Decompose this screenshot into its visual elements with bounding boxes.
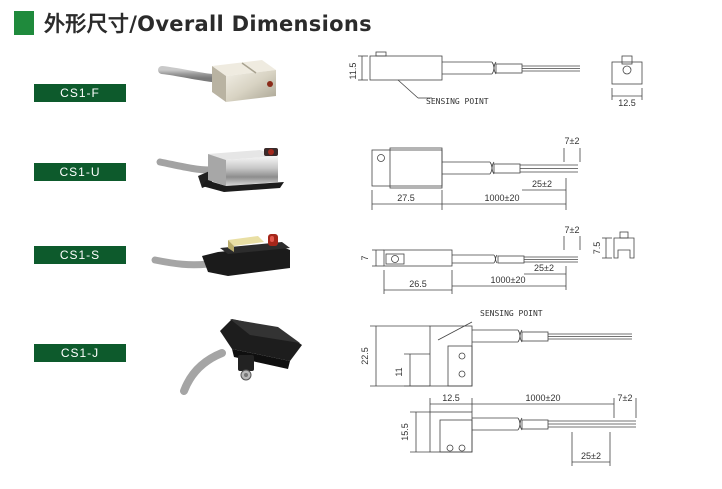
dim-s-cable: 1000±20 xyxy=(491,275,526,285)
drawing-cs1-j-top xyxy=(370,321,632,387)
drawing-cs1-f-side xyxy=(358,51,580,99)
dim-u-lead: 7±2 xyxy=(565,136,580,146)
dim-s-strip: 25±2 xyxy=(534,263,554,273)
dim-j-height2: 15.5 xyxy=(400,423,410,441)
dim-j-cable: 1000±20 xyxy=(526,393,561,403)
dim-j-width: 12.5 xyxy=(442,393,460,403)
dim-j-lead: 7±2 xyxy=(618,393,633,403)
page-header: 外形尺寸/Overall Dimensions xyxy=(14,8,372,38)
dim-j-strip: 25±2 xyxy=(581,451,601,461)
model-label-cs1-f: CS1-F xyxy=(34,84,126,102)
title-marker xyxy=(14,11,34,35)
drawing-cs1-u xyxy=(371,147,581,210)
product-photo-cs1-u xyxy=(156,148,284,192)
product-photo-cs1-s xyxy=(151,234,290,276)
product-photo-cs1-f xyxy=(158,60,276,102)
drawing-cs1-s xyxy=(372,231,635,294)
dim-u-strip: 25±2 xyxy=(532,179,552,189)
dim-u-body: 27.5 xyxy=(397,193,415,203)
dim-s-side: 7.5 xyxy=(592,242,602,255)
dim-s-lead: 7±2 xyxy=(565,225,580,235)
model-label-cs1-j: CS1-J xyxy=(34,344,126,362)
dim-f-width: 12.5 xyxy=(618,98,636,108)
dim-j-sense: 11 xyxy=(394,367,404,376)
caption-f-sensing-point: SENSING POINT xyxy=(426,97,489,106)
page-title: 外形尺寸/Overall Dimensions xyxy=(44,12,372,36)
product-photo-cs1-j xyxy=(180,319,302,395)
model-label-cs1-u: CS1-U xyxy=(34,163,126,181)
model-label-cs1-s: CS1-S xyxy=(34,246,126,264)
dim-u-cable: 1000±20 xyxy=(485,193,520,203)
drawing-cs1-f-end xyxy=(611,55,643,100)
drawing-cs1-j-bottom xyxy=(410,398,637,466)
dim-s-height: 7 xyxy=(360,255,370,260)
caption-j-sensing-point: SENSING POINT xyxy=(480,309,543,318)
dim-f-height: 11.5 xyxy=(348,63,358,80)
dim-s-body: 26.5 xyxy=(409,279,427,289)
dim-j-height: 22.5 xyxy=(360,347,370,365)
